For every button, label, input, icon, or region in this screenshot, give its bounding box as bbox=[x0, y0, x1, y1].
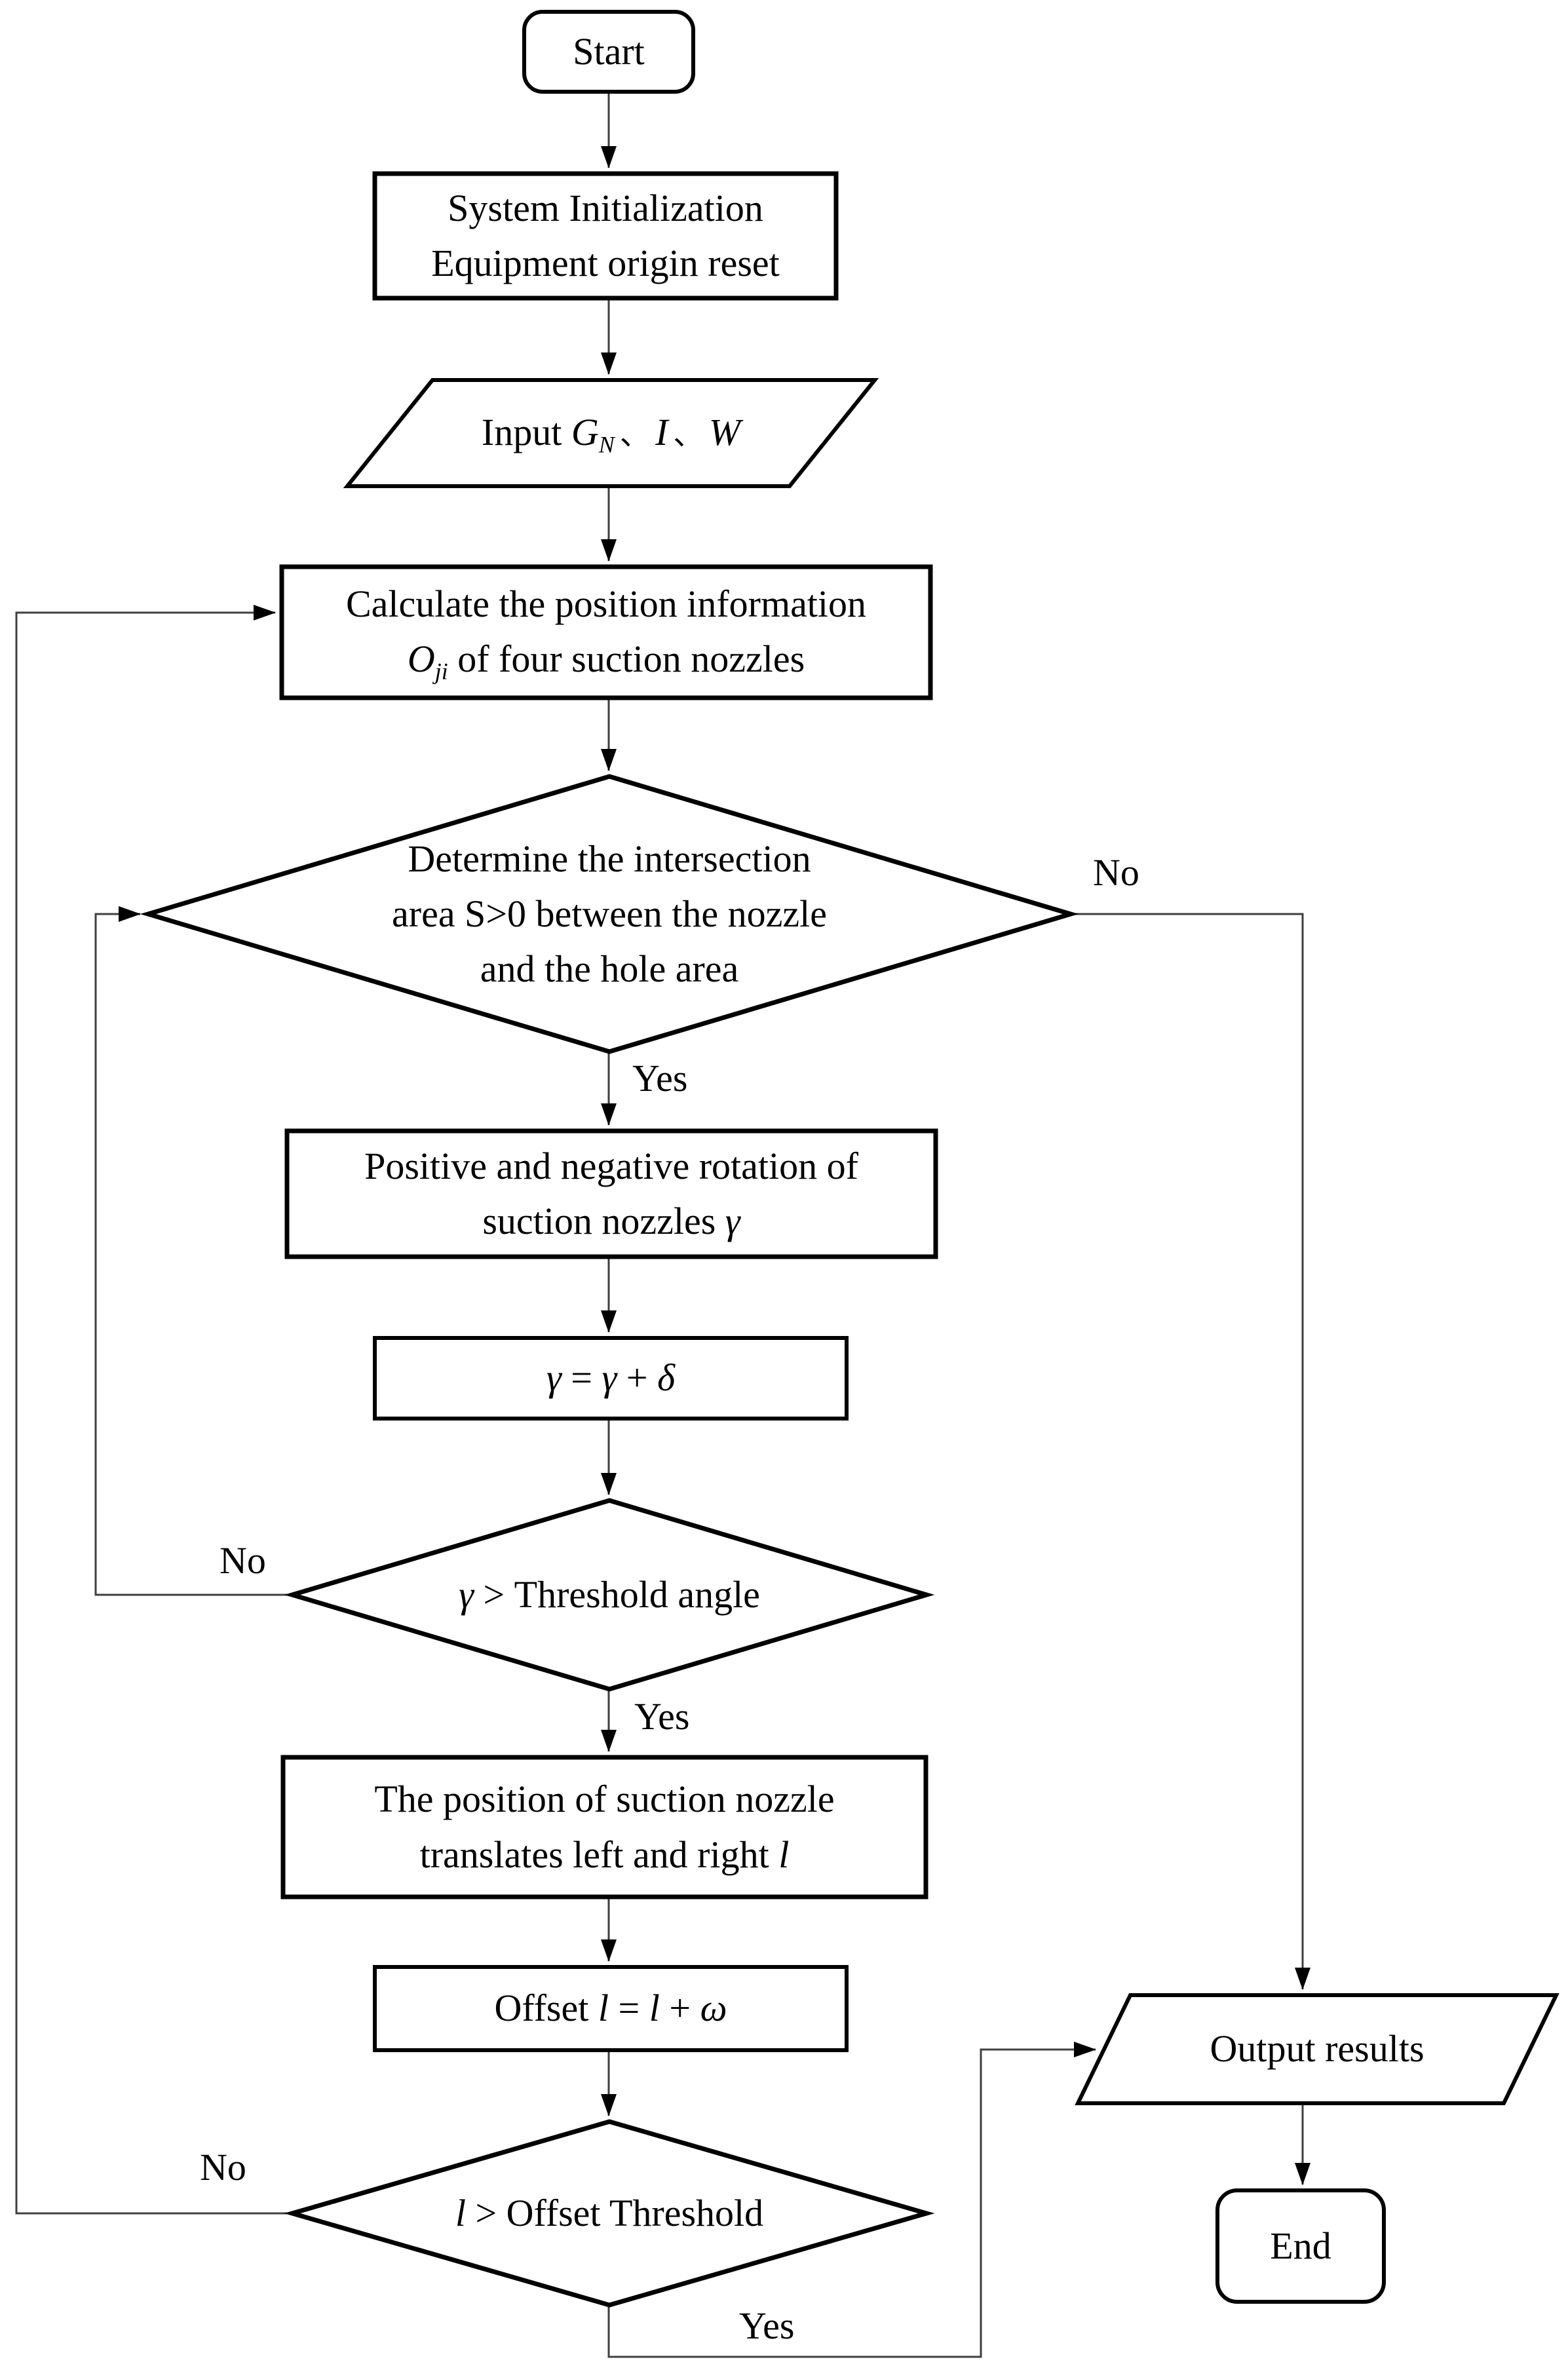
edge-label-yes2: Yes bbox=[634, 1695, 690, 1738]
edge-decision3-yes-to-output bbox=[607, 2042, 1096, 2358]
gamma-update-node-shape bbox=[373, 1336, 849, 1421]
edge-label-no2: No bbox=[220, 1539, 266, 1582]
input-node-shape bbox=[343, 378, 879, 488]
decision2-node-shape bbox=[284, 1498, 935, 1692]
init-node-shape bbox=[372, 171, 839, 301]
edge-decision1-no-to-output bbox=[1071, 913, 1310, 1990]
decision1-node-shape bbox=[140, 774, 1079, 1054]
edge-label-yes3: Yes bbox=[739, 2304, 795, 2347]
end-node-shape bbox=[1215, 2188, 1386, 2304]
edge-decision3-no-to-calc bbox=[15, 605, 292, 2215]
calc-node-shape bbox=[279, 564, 933, 700]
edge-decision2-no-to-decision1 bbox=[94, 906, 292, 1596]
output-node-shape bbox=[1075, 1993, 1559, 2105]
edge-label-yes1: Yes bbox=[632, 1057, 688, 1099]
rotate-node-shape bbox=[284, 1128, 938, 1259]
translate-node-shape bbox=[280, 1755, 928, 1899]
start-node-shape bbox=[522, 10, 695, 94]
offset-update-node-shape bbox=[373, 1965, 849, 2052]
decision3-node-shape bbox=[284, 2119, 935, 2308]
edge-label-no1: No bbox=[1093, 851, 1139, 894]
edge-label-no3: No bbox=[200, 2146, 246, 2188]
